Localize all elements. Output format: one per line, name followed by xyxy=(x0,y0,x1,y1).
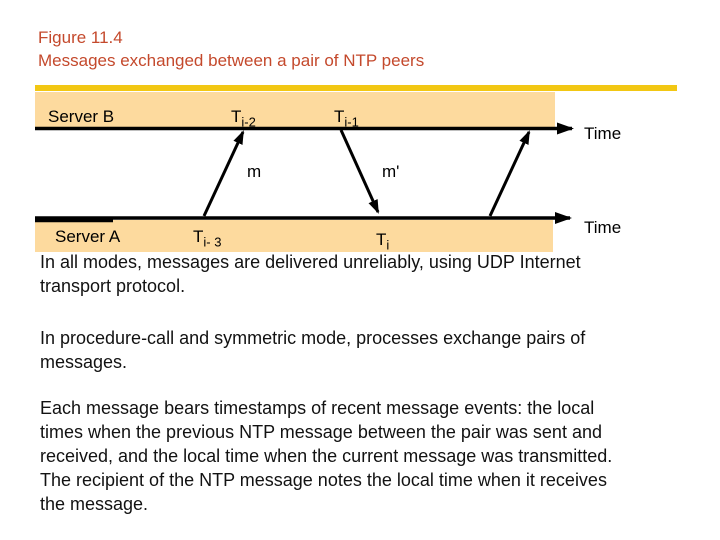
accent-bar xyxy=(35,85,677,91)
timestamp-sub: i-2 xyxy=(241,114,256,130)
timestamp-base: T xyxy=(231,107,242,126)
message-m-arrow xyxy=(202,130,245,217)
message-reply-arrow xyxy=(488,130,531,217)
server-a-label: Server A xyxy=(55,227,121,246)
timestamp-t-i-2: Ti-2 xyxy=(231,107,256,130)
time-axis-label-top: Time xyxy=(584,124,622,143)
timestamp-t-i-1: Ti-1 xyxy=(334,107,359,130)
figure-caption: Messages exchanged between a pair of NTP… xyxy=(38,51,425,70)
timestamp-base: T xyxy=(193,227,204,246)
message-m-label: m xyxy=(247,162,262,181)
message-m-prime-label: m' xyxy=(382,162,400,181)
timestamp-t-i-3: Ti- 3 xyxy=(193,227,222,250)
diagram-band-server-a xyxy=(35,220,553,252)
message-m-prime-arrow xyxy=(339,129,380,214)
body-paragraph-udp: In all modes, messages are delivered unr… xyxy=(40,252,581,296)
time-axis-label-bottom: Time xyxy=(584,218,622,237)
figure-label: Figure 11.4 xyxy=(38,28,123,47)
server-b-label: Server B xyxy=(48,107,115,126)
timestamp-t-i: Ti xyxy=(376,230,390,253)
body-paragraph-modes: In procedure-call and symmetric mode, pr… xyxy=(40,328,586,372)
diagram-band-server-b xyxy=(35,92,555,127)
timestamp-base: T xyxy=(334,107,345,126)
timestamp-base: T xyxy=(376,230,387,249)
timestamp-sub: i xyxy=(386,237,390,253)
timestamp-sub: i- 3 xyxy=(203,234,222,250)
body-paragraph-timestamps: Each message bears timestamps of recent … xyxy=(40,398,613,514)
figure-title: Figure 11.4 Messages exchanged between a… xyxy=(38,26,424,72)
timestamp-sub: i-1 xyxy=(344,114,359,130)
